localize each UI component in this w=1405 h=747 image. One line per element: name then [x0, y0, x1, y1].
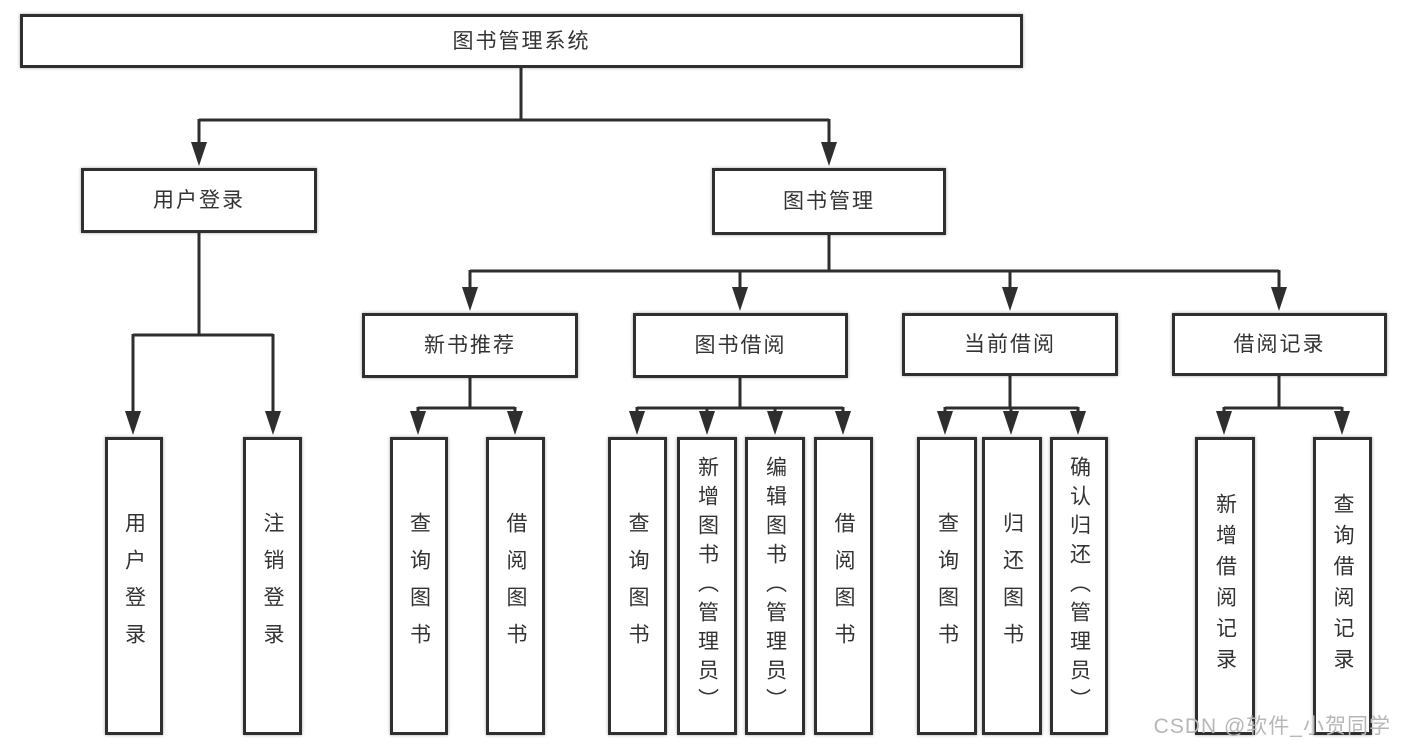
- leaf-user-login: 用户登录: [105, 437, 163, 735]
- arrowhead: [507, 411, 523, 435]
- leaf-query-borrow-record: 查询借阅记录: [1313, 437, 1372, 735]
- leaf-edit-books-admin: 编辑图书（管理员）: [745, 437, 805, 735]
- leaf-query-books-borrow: 查询图书: [608, 437, 667, 735]
- node-label: 归还图书: [1000, 512, 1024, 660]
- node-label: 查询图书: [407, 512, 431, 660]
- leaf-add-books-admin: 新增图书（管理员）: [677, 437, 737, 735]
- node-label: 图书管理: [783, 190, 875, 213]
- connector-user-login-branch: [131, 233, 275, 416]
- arrowhead: [1002, 287, 1018, 311]
- node-label: 借阅记录: [1233, 333, 1326, 356]
- node-label: 查询借阅记录: [1331, 493, 1354, 679]
- connector-book-management-branch: [468, 235, 1281, 292]
- node-library-management-system: 图书管理系统: [20, 14, 1023, 68]
- node-label: 用户登录: [153, 189, 245, 212]
- node-label: 查询图书: [626, 512, 649, 660]
- arrowhead: [191, 142, 207, 166]
- arrowhead: [1003, 411, 1019, 435]
- arrowhead: [462, 287, 478, 311]
- connector-level3-branches: [416, 376, 1344, 416]
- watermark: CSDN @软件_小贺同学: [1153, 715, 1391, 738]
- node-label: 图书借阅: [694, 334, 787, 357]
- arrowhead: [410, 411, 426, 435]
- arrowhead: [732, 287, 748, 311]
- leaf-borrow-books: 借阅图书: [814, 437, 873, 735]
- node-label: 当前借阅: [964, 333, 1056, 356]
- node-book-borrowing: 图书借阅: [633, 313, 848, 378]
- node-label: 用户登录: [122, 512, 146, 660]
- arrowhead: [937, 411, 953, 435]
- leaf-logout: 注销登录: [243, 437, 302, 735]
- leaf-borrow-books-recommend: 借阅图书: [486, 437, 545, 735]
- node-current-borrowing: 当前借阅: [902, 313, 1118, 376]
- leaf-query-books-current: 查询图书: [917, 437, 977, 735]
- node-new-book-recommendation: 新书推荐: [362, 313, 578, 378]
- node-book-management: 图书管理: [712, 168, 946, 235]
- connector-root-to-level2: [197, 68, 831, 147]
- node-label: 新书推荐: [424, 334, 516, 357]
- arrowhead: [1334, 411, 1350, 435]
- leaf-confirm-return-admin: 确认归还（管理员）: [1050, 437, 1108, 735]
- arrowhead: [125, 411, 141, 435]
- arrowhead: [1216, 411, 1232, 435]
- arrowhead: [629, 411, 645, 435]
- arrowhead: [1271, 287, 1287, 311]
- node-label: 新增借阅记录: [1213, 493, 1237, 679]
- node-label: 查询图书: [935, 512, 959, 660]
- node-label: 确认归还（管理员）: [1067, 455, 1091, 717]
- arrowhead: [835, 411, 851, 435]
- leaf-add-borrow-record: 新增借阅记录: [1195, 437, 1255, 735]
- leaf-return-books: 归还图书: [982, 437, 1042, 735]
- arrowhead: [699, 411, 715, 435]
- node-label: 借阅图书: [504, 512, 527, 660]
- arrowhead: [265, 411, 281, 435]
- node-label: 注销登录: [261, 512, 284, 660]
- arrowhead: [821, 142, 837, 166]
- node-label: 借阅图书: [832, 512, 855, 660]
- node-user-login: 用户登录: [81, 168, 317, 233]
- node-label: 图书管理系统: [452, 29, 591, 53]
- node-label: 新增图书（管理员）: [695, 455, 719, 717]
- node-borrowing-records: 借阅记录: [1172, 313, 1387, 376]
- leaf-query-books-recommend: 查询图书: [390, 437, 448, 735]
- arrowhead: [1070, 411, 1086, 435]
- arrowhead: [767, 411, 783, 435]
- node-label: 编辑图书（管理员）: [763, 455, 787, 717]
